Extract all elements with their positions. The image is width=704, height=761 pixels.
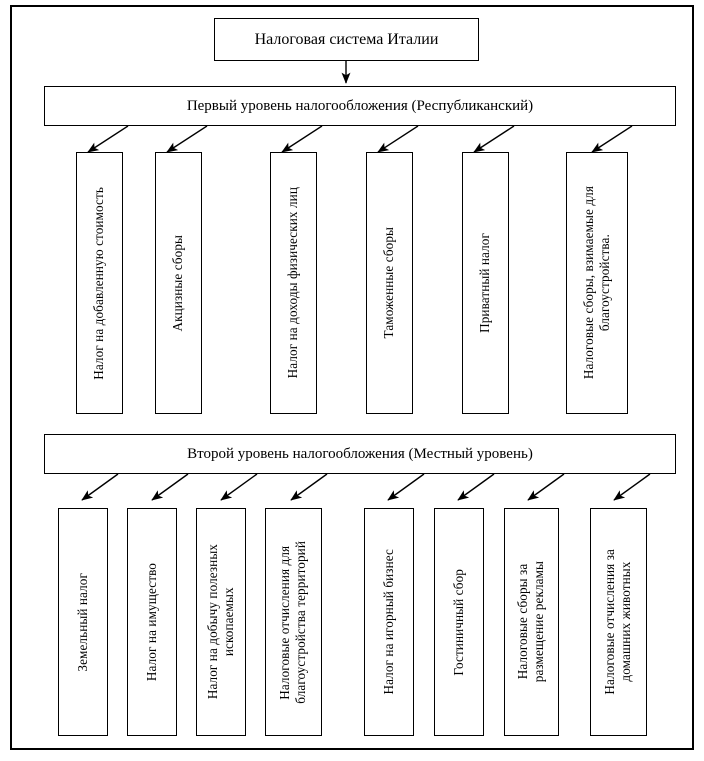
node-root-label: Налоговая система Италии <box>254 30 439 48</box>
node-level1-header[interactable]: Первый уровень налогообложения (Республи… <box>44 86 676 126</box>
node-level2-item-4-label: Налоговые отчисления для благоустройства… <box>277 540 309 704</box>
node-level2-item-6[interactable]: Гостиничный сбор <box>434 508 484 736</box>
node-level1-item-2[interactable]: Акцизные сборы <box>155 152 202 414</box>
node-level1-item-5[interactable]: Приватный налог <box>462 152 509 414</box>
node-level1-item-5-label: Приватный налог <box>477 233 493 333</box>
node-level2-label: Второй уровень налогообложения (Местный … <box>187 445 533 462</box>
node-level2-item-6-label: Гостиничный сбор <box>450 568 466 676</box>
node-level2-item-8-label: Налоговые отчисления за домашних животны… <box>602 549 634 695</box>
node-level2-item-4[interactable]: Налоговые отчисления для благоустройства… <box>265 508 322 736</box>
node-level1-item-6-label: Налоговые сборы, взимаемые для благоустр… <box>580 186 612 380</box>
node-level2-item-1[interactable]: Земельный налог <box>58 508 108 736</box>
node-level1-item-4-label: Таможенные сборы <box>381 227 397 339</box>
node-level1-item-1-label: Налог на добавленную стоимость <box>91 186 107 380</box>
node-level2-item-5-label: Налог на игорный бизнес <box>380 549 396 695</box>
node-level2-item-7[interactable]: Налоговые сборы за размещение рекламы <box>504 508 559 736</box>
node-level2-item-8[interactable]: Налоговые отчисления за домашних животны… <box>590 508 647 736</box>
node-level1-item-2-label: Акцизные сборы <box>170 234 186 332</box>
node-root-tax-system[interactable]: Налоговая система Италии <box>214 18 479 61</box>
node-level2-header[interactable]: Второй уровень налогообложения (Местный … <box>44 434 676 474</box>
node-level2-item-7-label: Налоговые сборы за размещение рекламы <box>515 561 547 683</box>
node-level2-item-2[interactable]: Налог на имущество <box>127 508 177 736</box>
node-level2-item-3[interactable]: Налог на добычу полезных ископаемых <box>196 508 246 736</box>
node-level2-item-1-label: Земельный налог <box>74 572 90 672</box>
node-level2-item-5[interactable]: Налог на игорный бизнес <box>364 508 414 736</box>
node-level1-label: Первый уровень налогообложения (Республи… <box>186 97 534 114</box>
node-level1-item-4[interactable]: Таможенные сборы <box>366 152 413 414</box>
node-level1-item-3-label: Налог на доходы физических лиц <box>285 187 301 379</box>
node-level2-item-3-label: Налог на добычу полезных ископаемых <box>204 544 236 700</box>
node-level1-item-1[interactable]: Налог на добавленную стоимость <box>76 152 123 414</box>
page-border-frame <box>10 5 694 750</box>
node-level1-item-6[interactable]: Налоговые сборы, взимаемые для благоустр… <box>566 152 628 414</box>
node-level2-item-2-label: Налог на имущество <box>143 562 159 682</box>
node-level1-item-3[interactable]: Налог на доходы физических лиц <box>270 152 317 414</box>
